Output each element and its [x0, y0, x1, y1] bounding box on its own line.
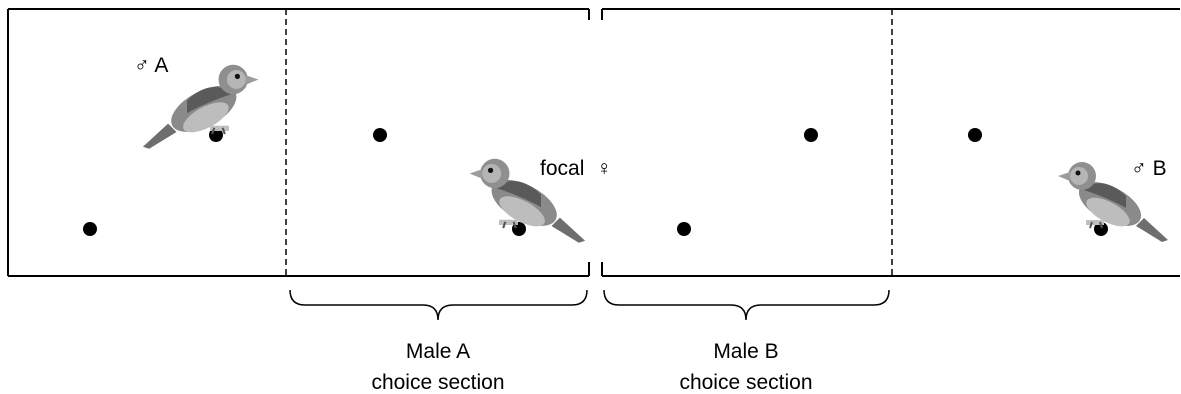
female-symbol: ♀: [596, 157, 612, 180]
male-a-label: ♂ A: [134, 54, 168, 77]
perch-dot-icon: [968, 128, 982, 142]
perch-dot-icon: [83, 222, 97, 236]
brace-male-b: [603, 289, 890, 321]
cage-outline: [7, 8, 1180, 277]
perch-dot-icon: [1094, 222, 1108, 236]
focal-label: focal: [540, 157, 584, 180]
perch-dot-icon: [804, 128, 818, 142]
male-a-finch-icon: [141, 63, 260, 150]
perch-dot-icon: [677, 222, 691, 236]
section-a-subtitle: choice section: [371, 371, 504, 394]
male-b-label: ♂ B: [1131, 157, 1167, 180]
brace-male-a: [289, 289, 588, 321]
section-b-subtitle: choice section: [679, 371, 812, 394]
focal-female-label: focal ♀: [540, 157, 612, 180]
perch-dot-icon: [373, 128, 387, 142]
section-a-title: Male A: [406, 340, 470, 363]
section-b-title: Male B: [713, 340, 778, 363]
